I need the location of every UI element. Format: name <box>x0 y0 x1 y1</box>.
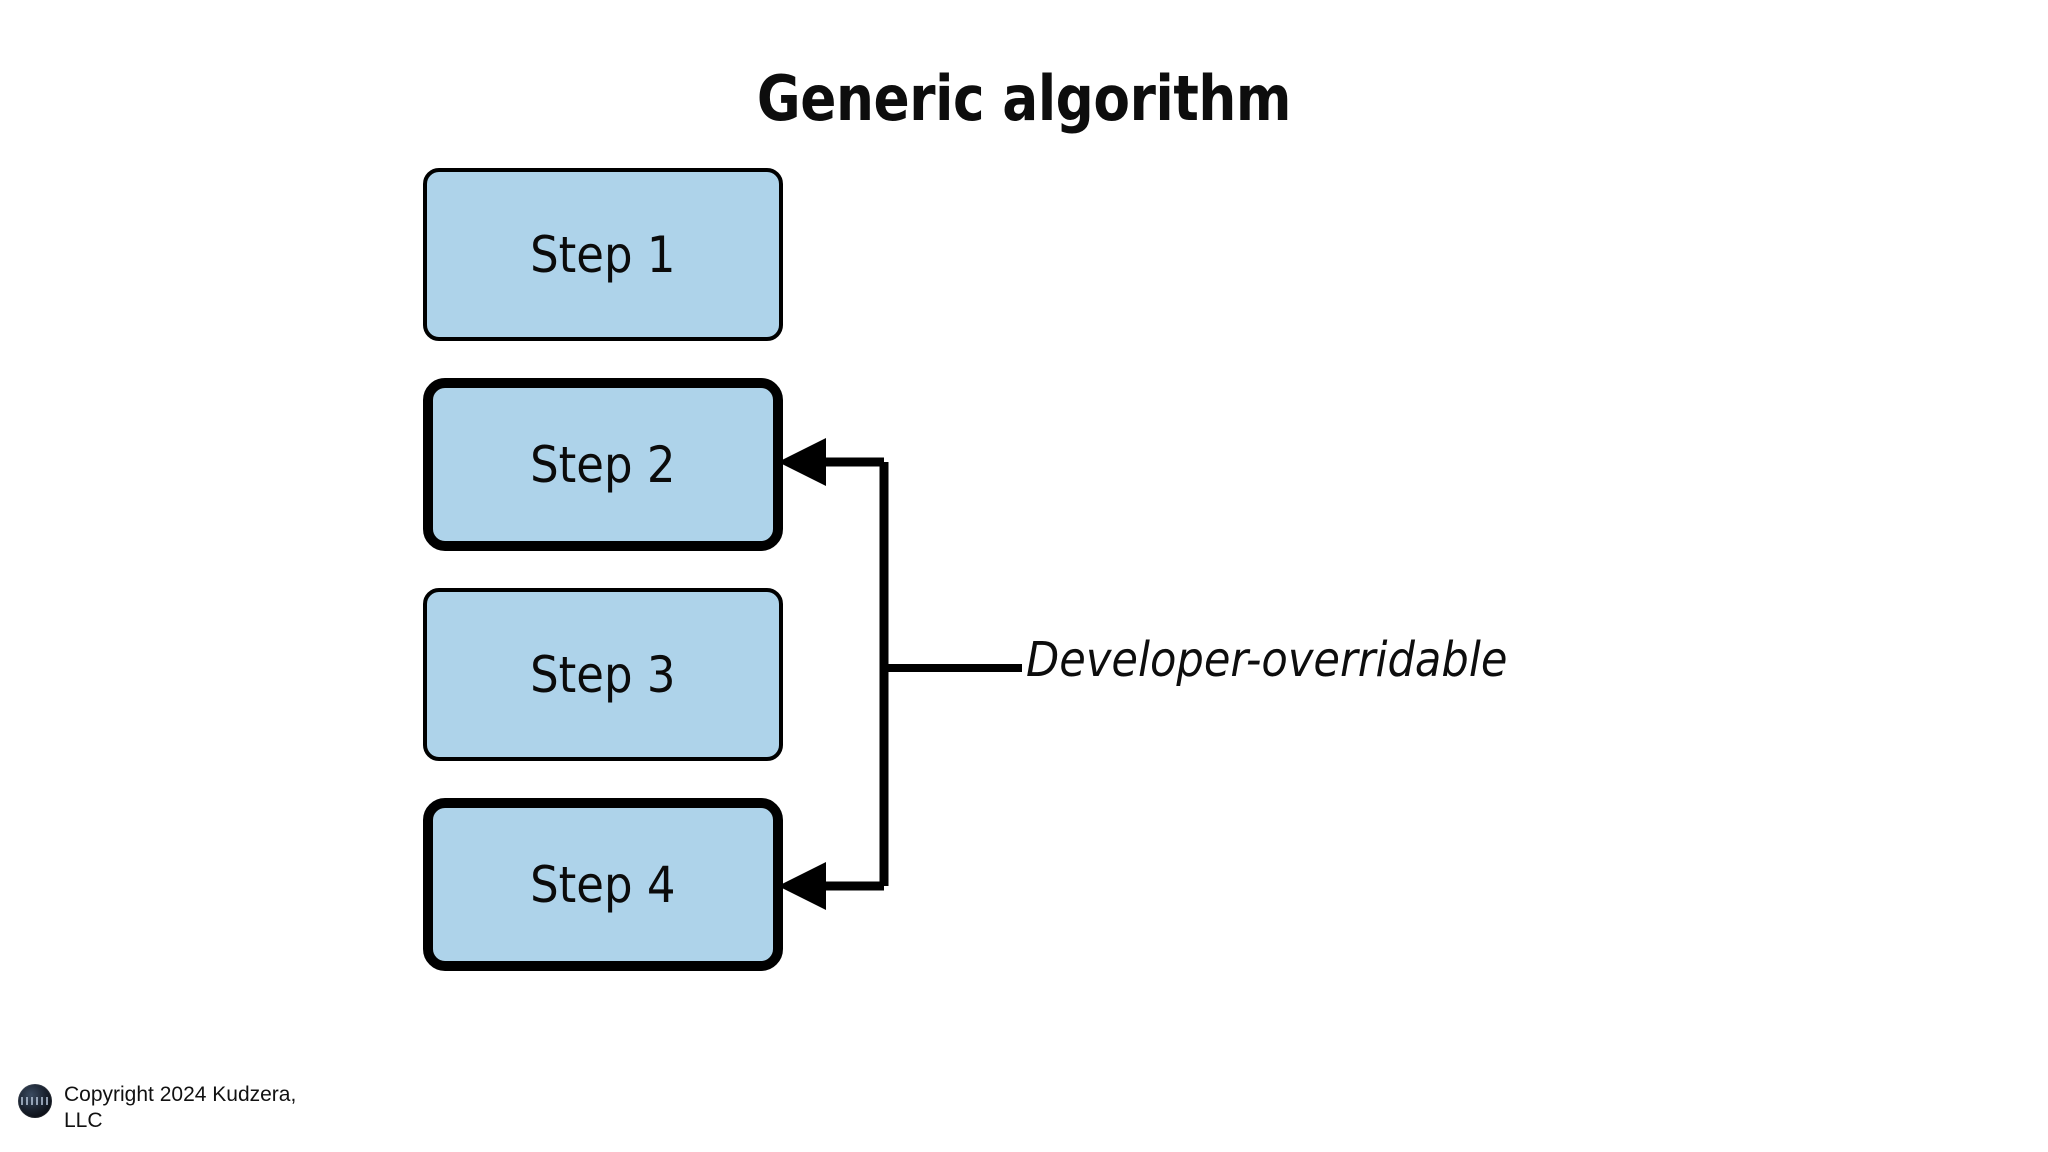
page-title: Generic algorithm <box>756 62 1292 135</box>
flow-step-1[interactable]: Step 1 <box>423 168 783 341</box>
flow-step-3[interactable]: Step 3 <box>423 588 783 761</box>
arrowhead-step-4-icon <box>778 862 826 910</box>
footer: Copyright 2024 Kudzera, LLC <box>18 1082 348 1133</box>
arrowhead-step-2-icon <box>778 438 826 486</box>
flow-step-4[interactable]: Step 4 <box>423 798 783 971</box>
copyright-text: Copyright 2024 Kudzera, LLC <box>64 1082 296 1133</box>
flow-step-2[interactable]: Step 2 <box>423 378 783 551</box>
copyright-line-2: LLC <box>64 1108 103 1132</box>
flow-step-1-label: Step 1 <box>530 225 676 284</box>
copyright-line-1: Copyright 2024 Kudzera, <box>64 1083 297 1106</box>
flow-step-3-label: Step 3 <box>530 645 676 704</box>
annotation-label: Developer-overridable <box>1026 632 1508 688</box>
flow-step-4-label: Step 4 <box>530 855 676 914</box>
kudzera-logo-icon <box>18 1084 52 1118</box>
flow-step-2-label: Step 2 <box>530 435 676 494</box>
